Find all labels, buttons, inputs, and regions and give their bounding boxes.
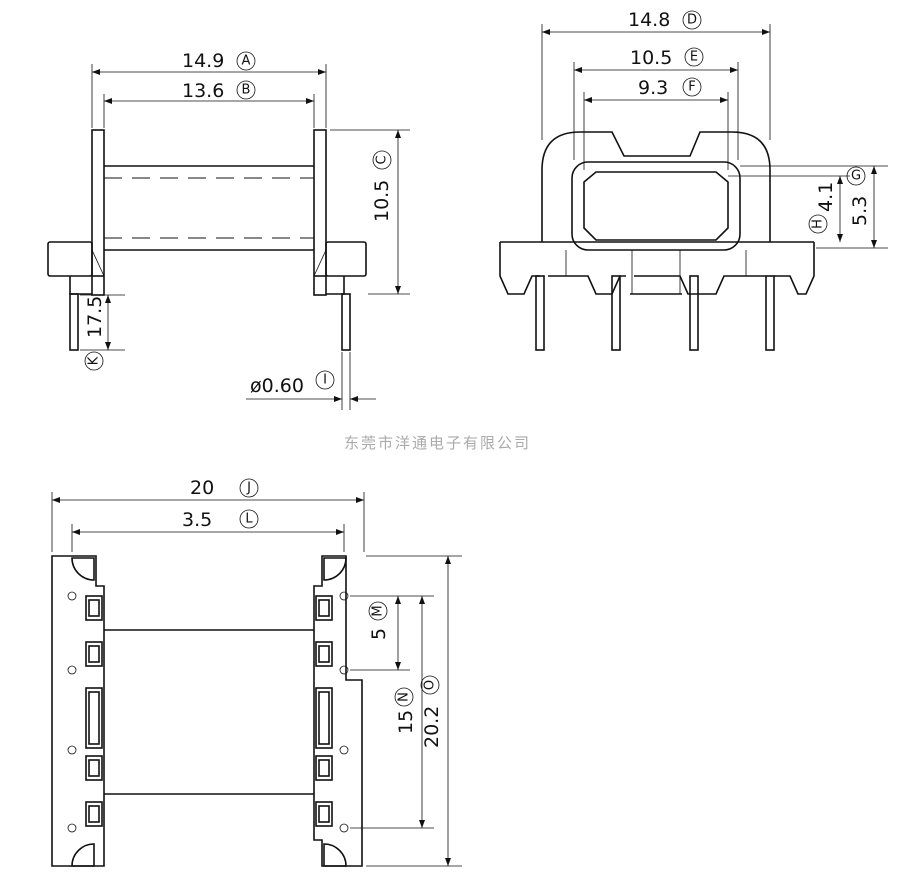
dim-n-value: 15 (395, 710, 417, 734)
dim-i-marker (315, 370, 335, 390)
dim-l-value: 17.5 (84, 296, 106, 338)
dim-d-value: 14.8 (628, 9, 670, 31)
dim-d-label: D (687, 13, 697, 28)
dim-k-value: 3.5 (182, 509, 212, 531)
dim-e-marker (684, 47, 704, 67)
dim-g-marker (846, 166, 866, 186)
dim-k-label: L (245, 512, 253, 527)
dim-b-label: B (242, 83, 251, 98)
dim-m-marker (368, 601, 388, 621)
dim-b-marker (236, 80, 256, 100)
side-view (47, 129, 367, 351)
dim-f-value: 9.3 (638, 77, 668, 99)
dim-o-marker (420, 675, 440, 695)
dim-o-label: O (423, 680, 438, 690)
dim-d-marker (682, 10, 702, 30)
dim-i-label: I (323, 373, 327, 388)
dim-h-label: H (811, 219, 826, 229)
dim-i-value: ø0.60 (250, 375, 304, 397)
dim-n-label: N (397, 692, 412, 702)
dim-g-label: G (851, 169, 861, 184)
company-name: 东莞市洋通电子有限公司 (344, 434, 531, 452)
dim-k-marker (239, 509, 259, 529)
dim-c-value: 10.5 (371, 180, 393, 222)
dim-h-value: 4.1 (815, 182, 837, 212)
dim-a-label: A (242, 54, 251, 69)
dim-f-marker (682, 77, 702, 97)
dim-h-marker (808, 214, 828, 234)
dim-a-value: 14.9 (182, 50, 224, 72)
front-view (499, 131, 815, 351)
dim-l-label: K (87, 356, 102, 365)
dim-m-value: 5 (368, 628, 390, 640)
dim-j-value: 20 (190, 477, 214, 499)
dim-n-marker (394, 687, 414, 707)
dim-c-marker (372, 150, 392, 170)
dim-b-value: 13.6 (182, 80, 224, 102)
dim-e-label: E (690, 50, 698, 65)
dim-j-label: J (246, 481, 251, 496)
dim-j-marker (239, 478, 259, 498)
dim-o-value: 20.2 (421, 706, 443, 748)
dim-a-marker (236, 51, 256, 71)
dim-m-label: M (371, 605, 386, 616)
dim-c-label: C (375, 155, 390, 164)
dim-height-value: 5.3 (849, 196, 871, 226)
dim-l-marker (84, 351, 104, 371)
bottom-view (51, 555, 363, 867)
dim-f-label: F (688, 80, 695, 95)
dim-e-value: 10.5 (630, 47, 672, 69)
